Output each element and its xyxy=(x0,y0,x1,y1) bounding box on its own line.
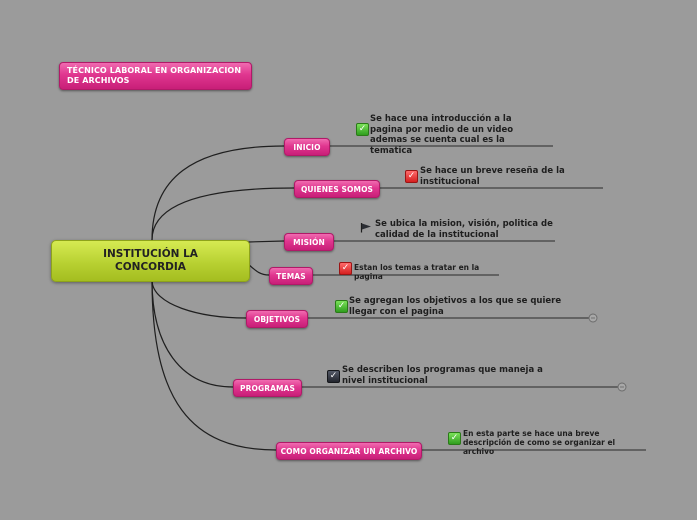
connector-inicio xyxy=(151,145,285,241)
central-topic-label: INSTITUCIÓN LA CONCORDIA xyxy=(103,248,198,273)
connector-objetivos xyxy=(151,279,247,319)
green-check-icon: ✓ xyxy=(356,123,369,136)
header-title-pill[interactable]: TÉCNICO LABORAL EN ORGANIZACION DE ARCHI… xyxy=(59,62,252,90)
note-como-organizar: En esta parte se hace una breve descripc… xyxy=(463,429,616,456)
note-temas: Estan los temas a tratar en la pagina xyxy=(354,263,480,281)
note-quienes-somos: Se hace un breve reseña de la institucio… xyxy=(420,166,565,187)
branch-quienes-somos[interactable]: QUIENES SOMOS xyxy=(294,180,380,198)
branch-label: INICIO xyxy=(293,142,321,152)
red-check-icon: ✓ xyxy=(405,170,418,183)
branch-label: TEMAS xyxy=(276,271,306,281)
green-check-icon: ✓ xyxy=(448,432,461,445)
red-check-icon: ✓ xyxy=(339,262,352,275)
connector-mision xyxy=(247,240,285,243)
branch-label: MISIÓN xyxy=(293,237,325,247)
connector-programas xyxy=(151,279,234,388)
branch-como-organizar[interactable]: COMO ORGANIZAR UN ARCHIVO xyxy=(276,442,422,460)
branch-programas[interactable]: PROGRAMAS xyxy=(233,379,302,397)
branch-temas[interactable]: TEMAS xyxy=(269,267,313,285)
note-inicio: Se hace una introducción a la pagina por… xyxy=(370,114,514,156)
branch-objetivos[interactable]: OBJETIVOS xyxy=(246,310,308,328)
dark-check-icon: ✓ xyxy=(327,370,340,383)
branch-label: COMO ORGANIZAR UN ARCHIVO xyxy=(280,446,418,456)
branch-inicio[interactable]: INICIO xyxy=(284,138,330,156)
flag-icon xyxy=(360,222,372,233)
central-topic[interactable]: INSTITUCIÓN LA CONCORDIA xyxy=(51,240,250,282)
header-title: TÉCNICO LABORAL EN ORGANIZACION DE ARCHI… xyxy=(67,66,242,85)
branch-label: PROGRAMAS xyxy=(240,383,295,393)
branch-label: OBJETIVOS xyxy=(253,314,301,324)
connector-temas xyxy=(247,263,270,276)
note-mision: Se ubica la mision, visión, politica de … xyxy=(375,219,553,240)
green-check-icon: ✓ xyxy=(335,300,348,313)
branch-mision[interactable]: MISIÓN xyxy=(284,233,334,251)
note-programas: Se describen los programas que maneja a … xyxy=(342,365,543,386)
branch-label: QUIENES SOMOS xyxy=(300,184,374,194)
note-objetivos: Se agregan los objetivos a los que se qu… xyxy=(349,296,562,317)
connector-quienes-somos xyxy=(151,187,295,241)
connector-como-organizar xyxy=(151,279,277,451)
